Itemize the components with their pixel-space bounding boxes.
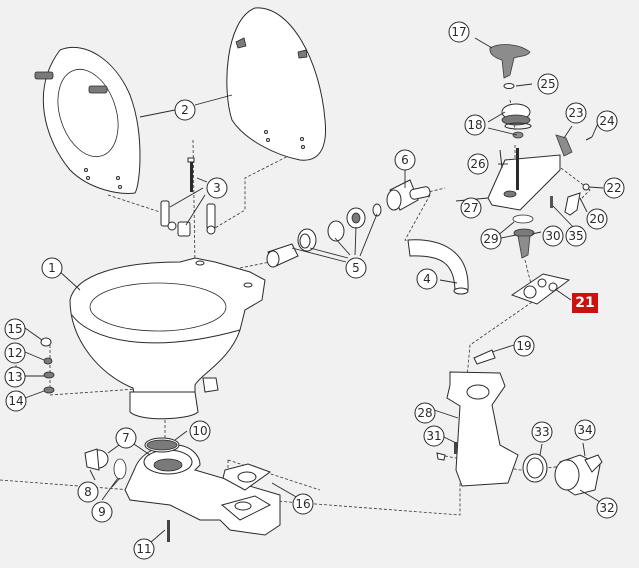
part-cap-18 — [501, 103, 532, 139]
part-screws-31 — [436, 442, 457, 461]
part-piston-seal-29-30 — [512, 214, 535, 259]
svg-text:6: 6 — [401, 153, 409, 167]
callout-16[interactable]: 16 — [292, 493, 314, 515]
callout-25[interactable]: 25 — [537, 73, 559, 95]
svg-text:19: 19 — [516, 339, 531, 353]
svg-text:10: 10 — [192, 424, 207, 438]
svg-text:14: 14 — [8, 394, 23, 408]
callout-15[interactable]: 15 — [4, 318, 26, 340]
svg-text:30: 30 — [545, 229, 560, 243]
leader-lines — [24, 37, 604, 543]
callout-34[interactable]: 34 — [574, 419, 596, 441]
svg-text:1: 1 — [48, 261, 56, 275]
callout-4[interactable]: 4 — [416, 268, 438, 290]
callout-5[interactable]: 5 — [345, 257, 367, 279]
svg-text:25: 25 — [540, 77, 555, 91]
part-hinge — [160, 157, 216, 237]
svg-text:17: 17 — [451, 25, 466, 39]
part-bowl — [69, 257, 266, 420]
part-valve-plate-16 — [222, 463, 272, 491]
part-base-7 — [124, 437, 281, 536]
highlight-box — [572, 293, 598, 313]
svg-text:2: 2 — [181, 103, 189, 117]
part-pump-base-28 — [446, 371, 519, 487]
callout-24[interactable]: 24 — [596, 110, 618, 132]
callout-10[interactable]: 10 — [189, 420, 211, 442]
svg-text:31: 31 — [426, 429, 441, 443]
svg-text:35: 35 — [568, 229, 583, 243]
callout-11[interactable]: 11 — [133, 538, 155, 560]
part-oring-9 — [113, 458, 127, 480]
svg-text:12: 12 — [7, 346, 22, 360]
callout-23[interactable]: 23 — [565, 102, 587, 124]
part-plug-8 — [84, 448, 109, 471]
callout-2[interactable]: 2 — [174, 99, 196, 121]
part-flap-19 — [473, 349, 496, 365]
svg-text:5: 5 — [352, 261, 360, 275]
callout-3[interactable]: 3 — [206, 177, 228, 199]
callout-17[interactable]: 17 — [448, 21, 470, 43]
highlight-label: 21 — [575, 295, 594, 311]
callout-20[interactable]: 20 — [586, 208, 608, 230]
callout-22[interactable]: 22 — [603, 177, 625, 199]
callout-1[interactable]: 1 — [41, 257, 63, 279]
part-elbow-6 — [386, 179, 431, 211]
svg-text:24: 24 — [599, 114, 614, 128]
svg-text:4: 4 — [423, 272, 431, 286]
callout-19[interactable]: 19 — [513, 335, 535, 357]
part-bolt-11 — [167, 520, 170, 542]
svg-text:7: 7 — [122, 431, 130, 445]
callout-32[interactable]: 32 — [596, 497, 618, 519]
callout-21-highlighted[interactable]: 21 — [572, 293, 598, 313]
part-gasket-21 — [510, 273, 571, 305]
callout-12[interactable]: 12 — [4, 342, 26, 364]
callout-7[interactable]: 7 — [115, 427, 137, 449]
svg-text:9: 9 — [98, 505, 106, 519]
callout-6[interactable]: 6 — [394, 149, 416, 171]
part-fasteners-12-15 — [40, 337, 55, 394]
svg-text:22: 22 — [606, 181, 621, 195]
part-pump-body-27 — [487, 148, 561, 211]
svg-text:8: 8 — [84, 485, 92, 499]
svg-text:11: 11 — [136, 542, 151, 556]
svg-text:16: 16 — [295, 497, 310, 511]
callout-31[interactable]: 31 — [423, 425, 445, 447]
svg-text:23: 23 — [568, 106, 583, 120]
callout-9[interactable]: 9 — [91, 501, 113, 523]
callout-33[interactable]: 33 — [531, 421, 553, 443]
callout-13[interactable]: 13 — [4, 366, 26, 388]
svg-text:33: 33 — [534, 425, 549, 439]
callout-30[interactable]: 30 — [542, 225, 564, 247]
svg-text:15: 15 — [7, 322, 22, 336]
part-handle-17 — [489, 44, 531, 89]
svg-text:18: 18 — [467, 118, 482, 132]
part-hose-4 — [407, 239, 469, 295]
part-valve-fittings — [266, 203, 382, 268]
svg-text:26: 26 — [470, 157, 485, 171]
svg-text:28: 28 — [417, 406, 432, 420]
callout-29[interactable]: 29 — [480, 228, 502, 250]
part-seat-ring — [34, 46, 141, 194]
callout-26[interactable]: 26 — [467, 153, 489, 175]
svg-text:20: 20 — [589, 212, 604, 226]
svg-text:27: 27 — [463, 201, 478, 215]
svg-text:29: 29 — [483, 232, 498, 246]
callout-28[interactable]: 28 — [414, 402, 436, 424]
part-lever-hardware — [550, 134, 593, 216]
svg-text:3: 3 — [213, 181, 221, 195]
callout-8[interactable]: 8 — [77, 481, 99, 503]
svg-text:34: 34 — [577, 423, 592, 437]
callout-35[interactable]: 35 — [565, 225, 587, 247]
part-outlet-fittings — [522, 453, 603, 496]
callout-27[interactable]: 27 — [460, 197, 482, 219]
callout-14[interactable]: 14 — [5, 390, 27, 412]
svg-text:13: 13 — [7, 370, 22, 384]
svg-text:32: 32 — [599, 501, 614, 515]
callout-18[interactable]: 18 — [464, 114, 486, 136]
part-lid — [226, 7, 327, 161]
